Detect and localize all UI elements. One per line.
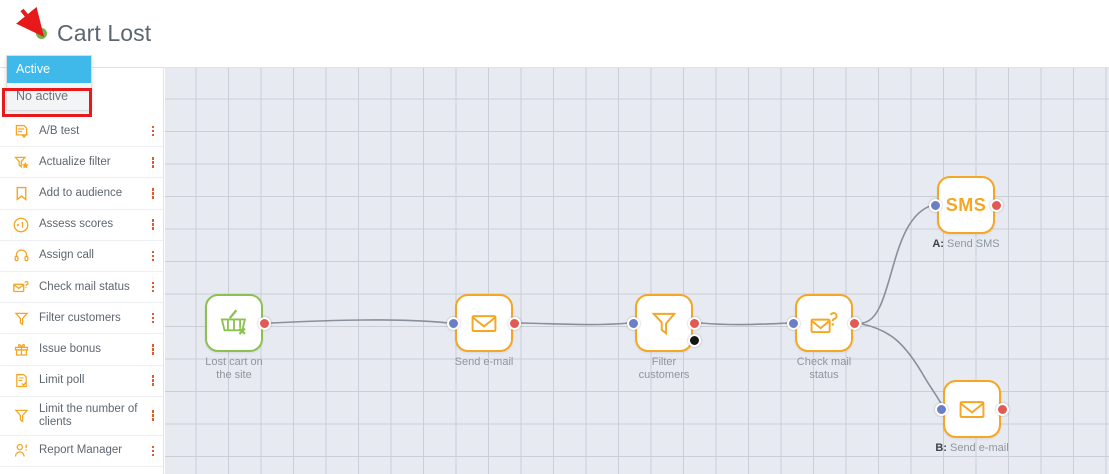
branch-prefix: B: <box>935 442 947 454</box>
input-port[interactable] <box>929 199 942 212</box>
node-body[interactable] <box>635 294 693 352</box>
node-label: B: Send e-mail <box>917 442 1027 455</box>
output-port-true[interactable] <box>688 317 701 330</box>
bookmark-icon <box>8 181 34 205</box>
gift-icon <box>8 337 34 361</box>
sidebar-item-label: Limit poll <box>39 374 85 387</box>
node-check-mail-status[interactable]: Check mail status <box>787 294 861 381</box>
node-label: Check mail status <box>796 356 852 381</box>
dropdown-option-active[interactable]: Active <box>7 56 91 83</box>
sidebar-item-assign-call[interactable]: Assign call <box>0 241 163 272</box>
sidebar-item-label: Add to audience <box>39 186 123 199</box>
output-port-false[interactable] <box>688 334 701 347</box>
plus-one-circle-icon <box>8 213 34 237</box>
node-label-text: Send SMS <box>947 238 1000 250</box>
node-send-email-b[interactable]: B: Send e-mail <box>935 380 1009 454</box>
sidebar-item-actualize-filter[interactable]: Actualize filter <box>0 147 163 179</box>
input-port[interactable] <box>627 317 640 330</box>
node-lost-cart[interactable]: Lost cart on the site <box>205 294 271 381</box>
ab-test-icon <box>8 119 34 143</box>
sms-icon: SMS <box>945 194 987 215</box>
active-status-dot[interactable] <box>36 28 47 39</box>
sidebar-item-ab-test[interactable]: A/B test <box>0 116 163 148</box>
kebab-menu-icon[interactable] <box>147 188 163 199</box>
sidebar-item-send-push[interactable]: Send PUSH <box>0 467 163 474</box>
node-label: Filter customers <box>638 356 690 381</box>
node-body[interactable] <box>455 294 513 352</box>
sidebar-item-assess-scores[interactable]: Assess scores <box>0 210 163 241</box>
input-port[interactable] <box>787 317 800 330</box>
kebab-menu-icon[interactable] <box>147 410 163 421</box>
node-send-email[interactable]: Send e-mail <box>447 294 521 368</box>
node-label: Send e-mail <box>454 356 514 368</box>
node-label-text: Send e-mail <box>949 442 1009 454</box>
kebab-menu-icon[interactable] <box>147 445 163 457</box>
node-body[interactable] <box>795 294 853 352</box>
node-body[interactable] <box>943 380 1001 438</box>
input-port[interactable] <box>447 317 460 330</box>
sidebar-item-label: Filter customers <box>39 311 121 324</box>
funnel-star-icon <box>8 150 34 174</box>
node-filter-customers[interactable]: Filter customers <box>627 294 701 381</box>
node-send-sms[interactable]: SMS A: Send SMS <box>929 176 1003 250</box>
node-body[interactable]: SMS <box>937 176 995 234</box>
page-title: Cart Lost <box>57 20 152 46</box>
kebab-menu-icon[interactable] <box>147 157 163 168</box>
sidebar-item-limit-number-of-clients[interactable]: Limit the number of clients <box>0 397 163 436</box>
sidebar-item-label: Check mail status <box>39 280 130 293</box>
sidebar-item-report-manager[interactable]: Report Manager <box>0 436 163 467</box>
kebab-menu-icon[interactable] <box>147 344 163 355</box>
node-label: Lost cart on the site <box>205 356 263 381</box>
envelope-question-icon <box>810 312 838 334</box>
funnel-icon <box>8 306 34 330</box>
basket-x-icon <box>220 309 247 335</box>
sidebar-item-filter-customers[interactable]: Filter customers <box>0 303 163 335</box>
sidebar-item-label: Limit the number of clients <box>39 402 138 428</box>
input-port[interactable] <box>935 403 948 416</box>
sidebar-item-issue-bonus[interactable]: Issue bonus <box>0 334 163 366</box>
sidebar-item-limit-poll[interactable]: Limit poll <box>0 366 163 397</box>
status-dropdown-menu[interactable]: Active No active <box>6 55 92 111</box>
output-port[interactable] <box>258 317 271 330</box>
header-title-group: Cart Lost <box>36 20 151 47</box>
sidebar-item-label: Issue bonus <box>39 342 102 355</box>
person-alert-icon <box>8 439 34 463</box>
output-port[interactable] <box>508 317 521 330</box>
node-label: A: Send SMS <box>911 238 1021 251</box>
sidebar-item-add-to-audience[interactable]: Add to audience <box>0 178 163 210</box>
clipboard-check-icon <box>8 369 34 393</box>
funnel-icon <box>651 312 677 336</box>
kebab-menu-icon[interactable] <box>147 312 163 324</box>
output-port[interactable] <box>990 199 1003 212</box>
push-icon <box>8 470 34 474</box>
node-body[interactable] <box>205 294 263 352</box>
workflow-canvas[interactable]: Lost cart on the site Send e-mail <box>165 68 1109 474</box>
dropdown-option-no-active[interactable]: No active <box>16 89 69 103</box>
sidebar-item-label: Assign call <box>39 249 94 262</box>
kebab-menu-icon[interactable] <box>147 125 163 137</box>
envelope-icon <box>471 315 497 332</box>
sidebar-item-label: Actualize filter <box>39 155 111 168</box>
output-port[interactable] <box>996 403 1009 416</box>
kebab-menu-icon[interactable] <box>147 250 163 262</box>
page-header: Cart Lost <box>0 0 1109 68</box>
kebab-menu-icon[interactable] <box>147 219 163 230</box>
branch-prefix: A: <box>932 238 944 250</box>
envelope-question-icon <box>8 275 34 299</box>
sidebar-item-label: Assess scores <box>39 218 114 231</box>
sidebar-item-label: Report Manager <box>39 444 123 457</box>
kebab-menu-icon[interactable] <box>147 375 163 386</box>
sidebar-item-check-mail-status[interactable]: Check mail status <box>0 272 163 304</box>
sidebar-item-label: A/B test <box>39 124 80 137</box>
output-port[interactable] <box>848 317 861 330</box>
action-blocks-sidebar[interactable]: A/B test Actualize filter Add to audienc… <box>0 68 164 474</box>
kebab-menu-icon[interactable] <box>147 281 163 293</box>
envelope-icon <box>959 401 985 418</box>
funnel-icon <box>8 404 34 428</box>
headset-icon <box>8 244 34 268</box>
